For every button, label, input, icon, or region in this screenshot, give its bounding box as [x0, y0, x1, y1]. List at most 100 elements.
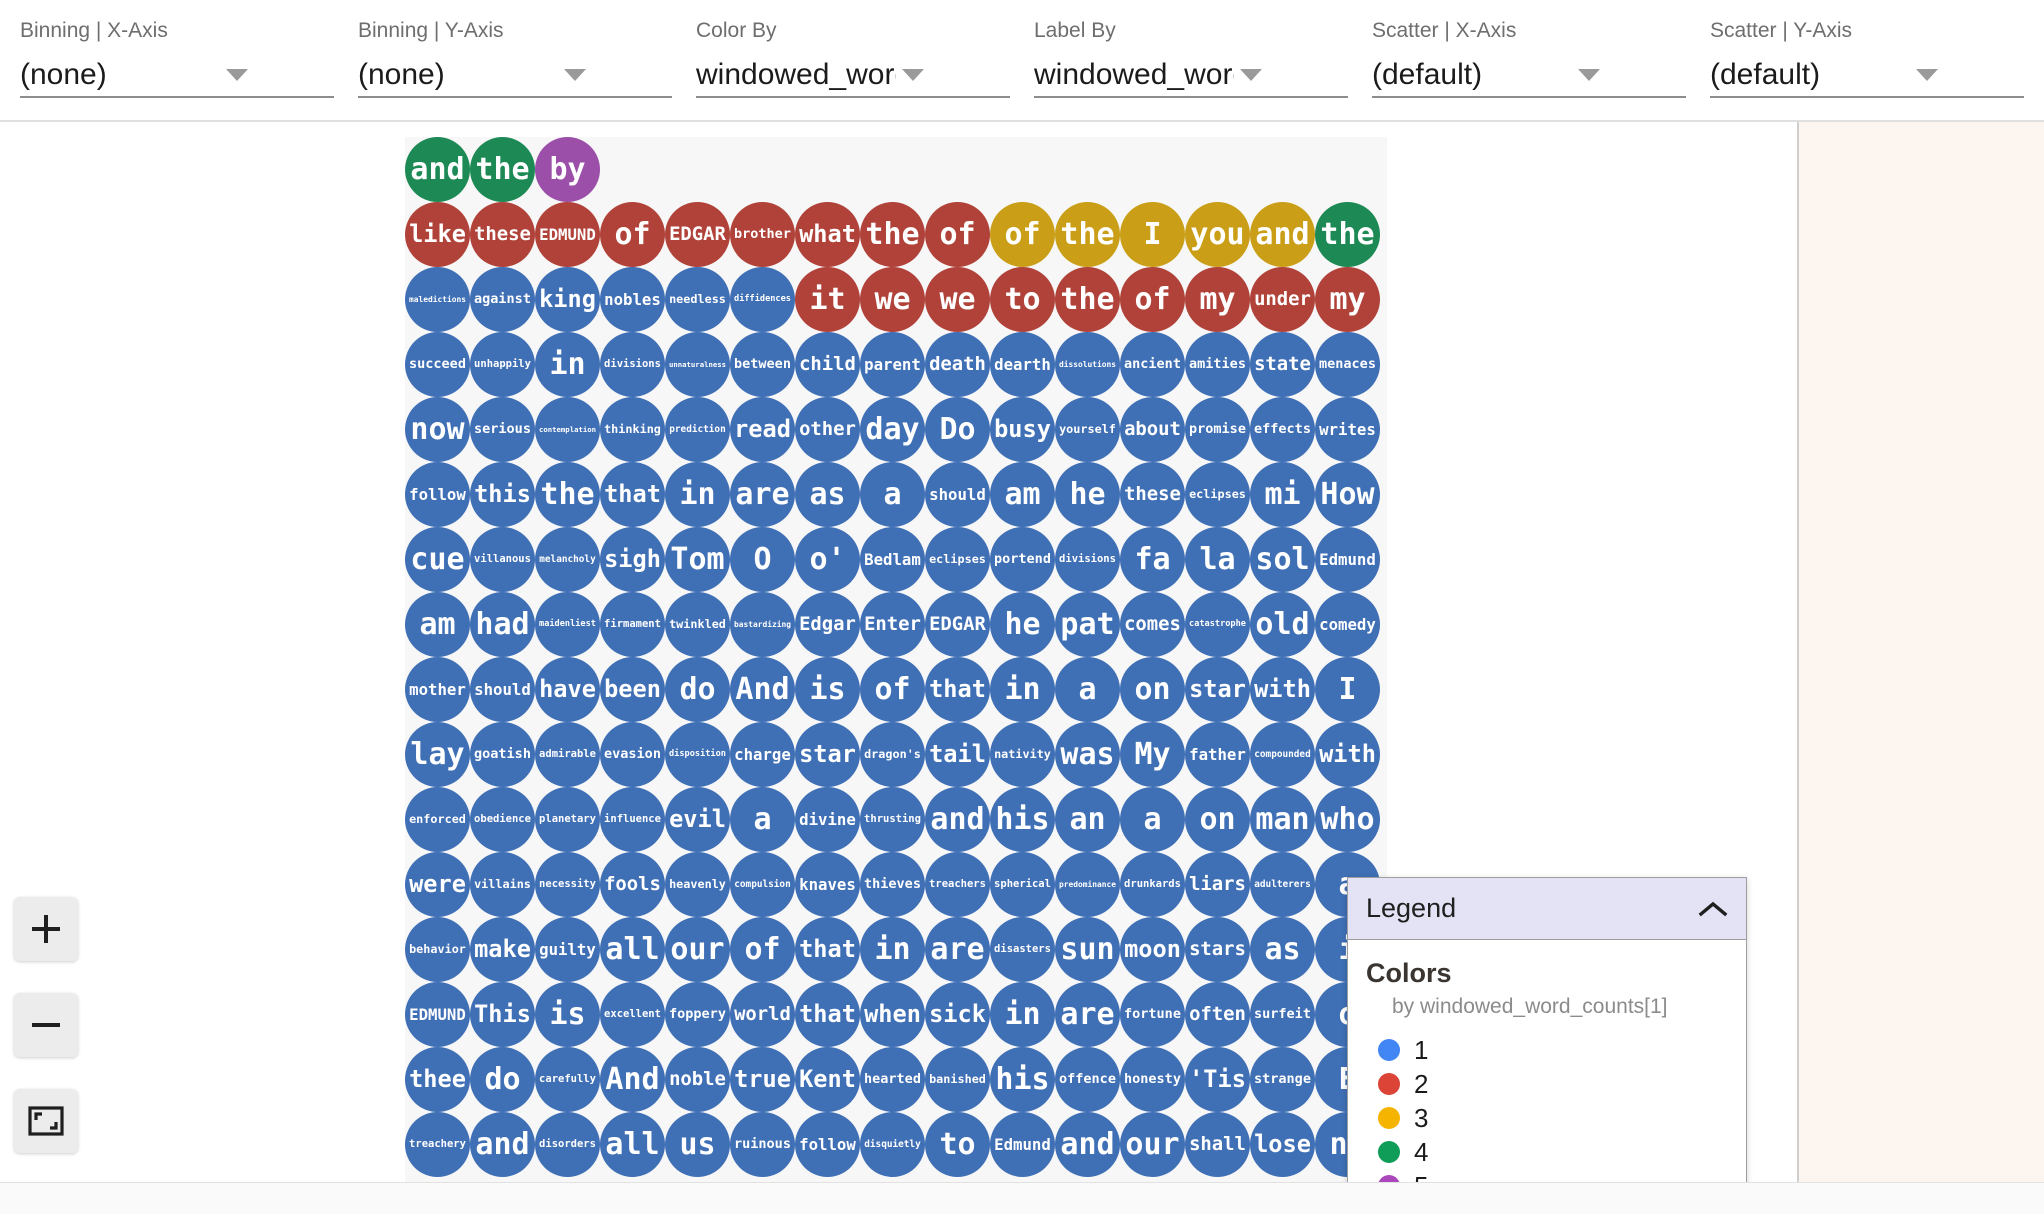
bubble-point[interactable]: Enter — [860, 592, 925, 657]
bubble-point[interactable]: do — [470, 1047, 535, 1112]
bubble-point[interactable]: star — [795, 722, 860, 787]
bubble-point[interactable]: is — [795, 657, 860, 722]
bubble-point[interactable]: when — [860, 982, 925, 1047]
bubble-point[interactable]: excellent — [600, 982, 665, 1047]
bubble-point[interactable]: by — [535, 137, 600, 202]
bubble-point[interactable]: foppery — [665, 982, 730, 1047]
legend-item[interactable]: 3 — [1378, 1101, 1746, 1135]
bubble-point[interactable]: disquietly — [860, 1112, 925, 1177]
bubble-point[interactable]: EDGAR — [665, 202, 730, 267]
bubble-point[interactable]: our — [665, 917, 730, 982]
bubble-point[interactable]: of — [730, 917, 795, 982]
bubble-point[interactable]: on — [1185, 787, 1250, 852]
bubble-point[interactable]: evil — [665, 787, 730, 852]
bubble-point[interactable]: Tom — [665, 527, 730, 592]
control-select[interactable]: (none) — [20, 54, 334, 98]
bubble-point[interactable]: an — [1055, 787, 1120, 852]
control-select[interactable]: (none) — [358, 54, 672, 98]
bubble-point[interactable]: divine — [795, 787, 860, 852]
bubble-point[interactable]: true — [730, 1047, 795, 1112]
bubble-point[interactable]: melancholy — [535, 527, 600, 592]
bubble-point[interactable]: father — [1185, 722, 1250, 787]
bubble-point[interactable]: with — [1250, 657, 1315, 722]
bubble-point[interactable]: all — [600, 917, 665, 982]
bubble-point[interactable]: of — [1120, 267, 1185, 332]
bubble-point[interactable]: knaves — [795, 852, 860, 917]
bubble-point[interactable]: to — [925, 1112, 990, 1177]
bubble-point[interactable]: man — [1250, 787, 1315, 852]
bubble-point[interactable]: parent — [860, 332, 925, 397]
control-scatter-y-axis[interactable]: Scatter | Y-Axis(default) — [1698, 18, 2036, 121]
bubble-point[interactable]: in — [990, 657, 1055, 722]
bubble-point[interactable]: ruinous — [730, 1112, 795, 1177]
bubble-point[interactable]: a — [1120, 787, 1185, 852]
bubble-point[interactable]: and — [470, 1112, 535, 1177]
bubble-point[interactable]: spherical — [990, 852, 1055, 917]
bubble-point[interactable]: strange — [1250, 1047, 1315, 1112]
bubble-point[interactable]: surfeit — [1250, 982, 1315, 1047]
bubble-point[interactable]: with — [1315, 722, 1380, 787]
bubble-point[interactable]: carefully — [535, 1047, 600, 1112]
bubble-point[interactable]: prediction — [665, 397, 730, 462]
bubble-point[interactable]: follow — [795, 1112, 860, 1177]
bubble-point[interactable]: predominance — [1055, 852, 1120, 917]
control-binning-y-axis[interactable]: Binning | Y-Axis(none) — [346, 18, 684, 121]
bubble-point[interactable]: evasion — [600, 722, 665, 787]
bubble-point[interactable]: offence — [1055, 1047, 1120, 1112]
bubble-point[interactable]: thieves — [860, 852, 925, 917]
bubble-point[interactable]: thinking — [600, 397, 665, 462]
bubble-point[interactable]: firmament — [600, 592, 665, 657]
bubble-point[interactable]: the — [1055, 202, 1120, 267]
bubble-point[interactable]: comes — [1120, 592, 1185, 657]
bubble-point[interactable]: should — [470, 657, 535, 722]
bubble-point[interactable]: we — [925, 267, 990, 332]
bubble-point[interactable]: lose — [1250, 1112, 1315, 1177]
control-scatter-x-axis[interactable]: Scatter | X-Axis(default) — [1360, 18, 1698, 121]
legend-header[interactable]: Legend — [1348, 878, 1746, 940]
bubble-point[interactable]: us — [665, 1112, 730, 1177]
bubble-point[interactable]: eclipses — [1185, 462, 1250, 527]
bubble-point[interactable]: catastrophe — [1185, 592, 1250, 657]
legend-item[interactable]: 2 — [1378, 1067, 1746, 1101]
bubble-point[interactable]: the — [470, 137, 535, 202]
bubble-point[interactable]: sick — [925, 982, 990, 1047]
chevron-down-icon[interactable] — [902, 69, 924, 81]
bubble-point[interactable]: cue — [405, 527, 470, 592]
bubble-point[interactable]: stars — [1185, 917, 1250, 982]
bubble-point[interactable]: Bedlam — [860, 527, 925, 592]
bubble-point[interactable]: unhappily — [470, 332, 535, 397]
bubble-point[interactable]: contemplation — [535, 397, 600, 462]
bubble-point[interactable]: these — [470, 202, 535, 267]
bubble-point[interactable]: effects — [1250, 397, 1315, 462]
bubble-point[interactable]: ancient — [1120, 332, 1185, 397]
bubble-point[interactable]: as — [795, 462, 860, 527]
bubble-point[interactable]: pat — [1055, 592, 1120, 657]
bubble-point[interactable]: EDGAR — [925, 592, 990, 657]
bubble-point[interactable]: fools — [600, 852, 665, 917]
bubble-point[interactable]: needless — [665, 267, 730, 332]
bubble-point[interactable]: now — [405, 397, 470, 462]
legend-item[interactable]: 1 — [1378, 1033, 1746, 1067]
bubble-point[interactable]: my — [1185, 267, 1250, 332]
bubble-point[interactable]: writes — [1315, 397, 1380, 462]
bubble-point[interactable]: unnaturalness — [665, 332, 730, 397]
chevron-up-icon[interactable] — [1698, 900, 1728, 918]
bubble-point[interactable]: the — [860, 202, 925, 267]
bubble-point[interactable]: adulterers — [1250, 852, 1315, 917]
bubble-point[interactable]: o' — [795, 527, 860, 592]
bubble-point[interactable]: it — [795, 267, 860, 332]
bubble-point[interactable]: I — [1315, 657, 1380, 722]
bubble-point[interactable]: liars — [1185, 852, 1250, 917]
bubble-point[interactable]: treachery — [405, 1112, 470, 1177]
bubble-point[interactable]: of — [990, 202, 1055, 267]
bubble-point[interactable]: nobles — [600, 267, 665, 332]
chevron-down-icon[interactable] — [1578, 69, 1600, 81]
bubble-point[interactable]: all — [600, 1112, 665, 1177]
control-select[interactable]: windowed_word_c — [1034, 54, 1348, 98]
bubble-point[interactable]: read — [730, 397, 795, 462]
bubble-point[interactable]: honesty — [1120, 1047, 1185, 1112]
control-select[interactable]: windowed_word_c — [696, 54, 1010, 98]
chevron-down-icon[interactable] — [1916, 69, 1938, 81]
bubble-point[interactable]: mi — [1250, 462, 1315, 527]
control-select[interactable]: (default) — [1372, 54, 1686, 98]
